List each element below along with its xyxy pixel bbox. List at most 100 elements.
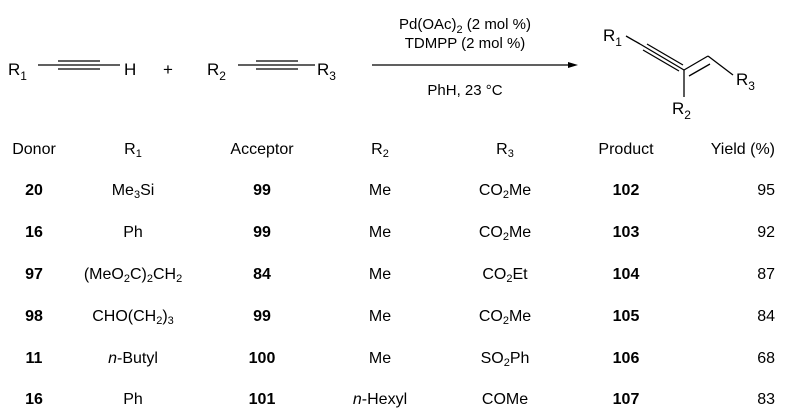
formula-part: Me <box>508 308 532 325</box>
formula-part: CO <box>478 182 503 199</box>
table-cell-yield: 92 <box>757 224 775 241</box>
formula-part: 2 <box>506 273 513 285</box>
product-r3-label: R3 <box>736 70 755 93</box>
formula-part: Me <box>508 224 532 241</box>
formula-part: (MeO <box>83 266 124 283</box>
formula-part: 2 <box>502 315 509 327</box>
table-cell-r1: Me3Si <box>112 181 155 201</box>
product-r2-label: R2 <box>672 99 691 122</box>
table-cell-yield: 87 <box>757 266 775 283</box>
table-cell-acceptor: 84 <box>253 266 271 283</box>
header-text: R <box>371 141 383 158</box>
table-cell-donor: 97 <box>25 266 43 283</box>
formula-part: Me <box>368 182 392 199</box>
table-cell-product: 103 <box>612 224 640 241</box>
condition-solvent: PhH, 23 °C <box>427 82 502 99</box>
condition-catalyst: Pd(OAc)2 (2 mol %) <box>399 16 531 36</box>
reactant1-r-label: R1 <box>8 60 27 83</box>
formula-part: 2 <box>123 273 130 285</box>
table-cell-r1: (MeO2C)2CH2 <box>84 265 182 285</box>
header-text: R <box>496 141 508 158</box>
table-cell-r3: CO2Me <box>479 223 531 243</box>
table-header: R3 <box>496 140 514 160</box>
table-cell-product: 105 <box>612 308 640 325</box>
formula-part: CH <box>152 266 177 283</box>
table-cell-donor: 16 <box>25 391 43 408</box>
table-cell-r2: Me <box>369 181 391 201</box>
formula-part: 3 <box>133 189 141 201</box>
table-cell-r1: Ph <box>123 223 143 243</box>
formula-part: Me <box>368 266 392 283</box>
table-cell-acceptor: 101 <box>248 391 276 408</box>
table-cell-acceptor: 100 <box>248 350 276 367</box>
product-r1-label: R1 <box>603 26 622 49</box>
reaction-scheme: R1 H + R2 R3 Pd(OAc)2 (2 mol %) TDMPP (2… <box>8 16 755 122</box>
table-cell-yield: 68 <box>757 350 775 367</box>
formula-part: n <box>108 350 117 367</box>
formula-part: 2 <box>503 357 510 369</box>
formula-part: Et <box>512 266 528 283</box>
table-header: Acceptor <box>230 140 293 160</box>
header-text: Donor <box>12 141 56 158</box>
plus-sign: + <box>163 60 173 79</box>
table-cell-donor: 16 <box>25 224 43 241</box>
formula-part: CO <box>478 224 503 241</box>
formula-part: -Hexyl <box>361 391 408 408</box>
header-subscript: 1 <box>135 148 142 160</box>
header-text: R <box>124 141 136 158</box>
table-header: Product <box>598 140 653 160</box>
table-cell-r1: Ph <box>123 390 143 410</box>
reactant2-r2-label: R2 <box>207 60 226 83</box>
table-cell-r3: CO2Me <box>479 307 531 327</box>
table-cell-yield: 95 <box>757 182 775 199</box>
formula-part: 2 <box>502 231 509 243</box>
table-cell-acceptor: 99 <box>253 182 271 199</box>
table-cell-donor: 98 <box>25 308 43 325</box>
header-text: Acceptor <box>230 141 294 158</box>
table-cell-r2: Me <box>369 307 391 327</box>
formula-part: Me <box>368 308 392 325</box>
formula-part: 2 <box>146 273 153 285</box>
formula-part: CO <box>478 308 503 325</box>
table-cell-acceptor: 99 <box>253 308 271 325</box>
header-text: Product <box>598 141 654 158</box>
formula-part: ) <box>162 308 168 325</box>
reactant2-r3-label: R3 <box>317 60 336 83</box>
table-cell-yield: 84 <box>757 308 775 325</box>
table-cell-r2: Me <box>369 349 391 369</box>
table-header: R2 <box>371 140 389 160</box>
formula-part: 2 <box>176 273 183 285</box>
reactant1-terminal-h: H <box>124 60 136 79</box>
formula-part: 2 <box>156 315 163 327</box>
table-cell-yield: 83 <box>757 391 775 408</box>
formula-part: C) <box>129 266 147 283</box>
table-cell-acceptor: 99 <box>253 224 271 241</box>
table-cell-r1: n-Butyl <box>108 349 158 369</box>
formula-part: Me <box>368 224 392 241</box>
formula-part: CHO(CH <box>92 308 157 325</box>
formula-part: SO <box>480 350 504 367</box>
table-header: Yield (%) <box>711 140 775 160</box>
formula-part: Me <box>508 182 532 199</box>
formula-part: Ph <box>123 224 143 241</box>
formula-part: 3 <box>167 315 174 327</box>
formula-part: Me <box>368 350 392 367</box>
condition-ligand: TDMPP (2 mol %) <box>405 35 526 52</box>
table-cell-r3: SO2Ph <box>481 349 530 369</box>
table-cell-product: 104 <box>612 266 640 283</box>
table-cell-r2: Me <box>369 265 391 285</box>
table-cell-r2: Me <box>369 223 391 243</box>
formula-part: CO <box>482 266 507 283</box>
table-cell-r3: COMe <box>482 390 528 410</box>
formula-part: Me <box>111 182 134 199</box>
formula-part: Ph <box>509 350 530 367</box>
formula-part: 2 <box>502 189 509 201</box>
formula-part: -Butyl <box>117 350 158 367</box>
header-subscript: 3 <box>507 148 514 160</box>
product-skeleton <box>625 35 734 97</box>
table-cell-r2: n-Hexyl <box>353 390 407 410</box>
reactant2-triple-bond <box>238 60 315 70</box>
table-cell-r1: CHO(CH2)3 <box>92 307 174 327</box>
header-text: Yield (%) <box>710 141 775 158</box>
table-cell-product: 102 <box>612 182 640 199</box>
